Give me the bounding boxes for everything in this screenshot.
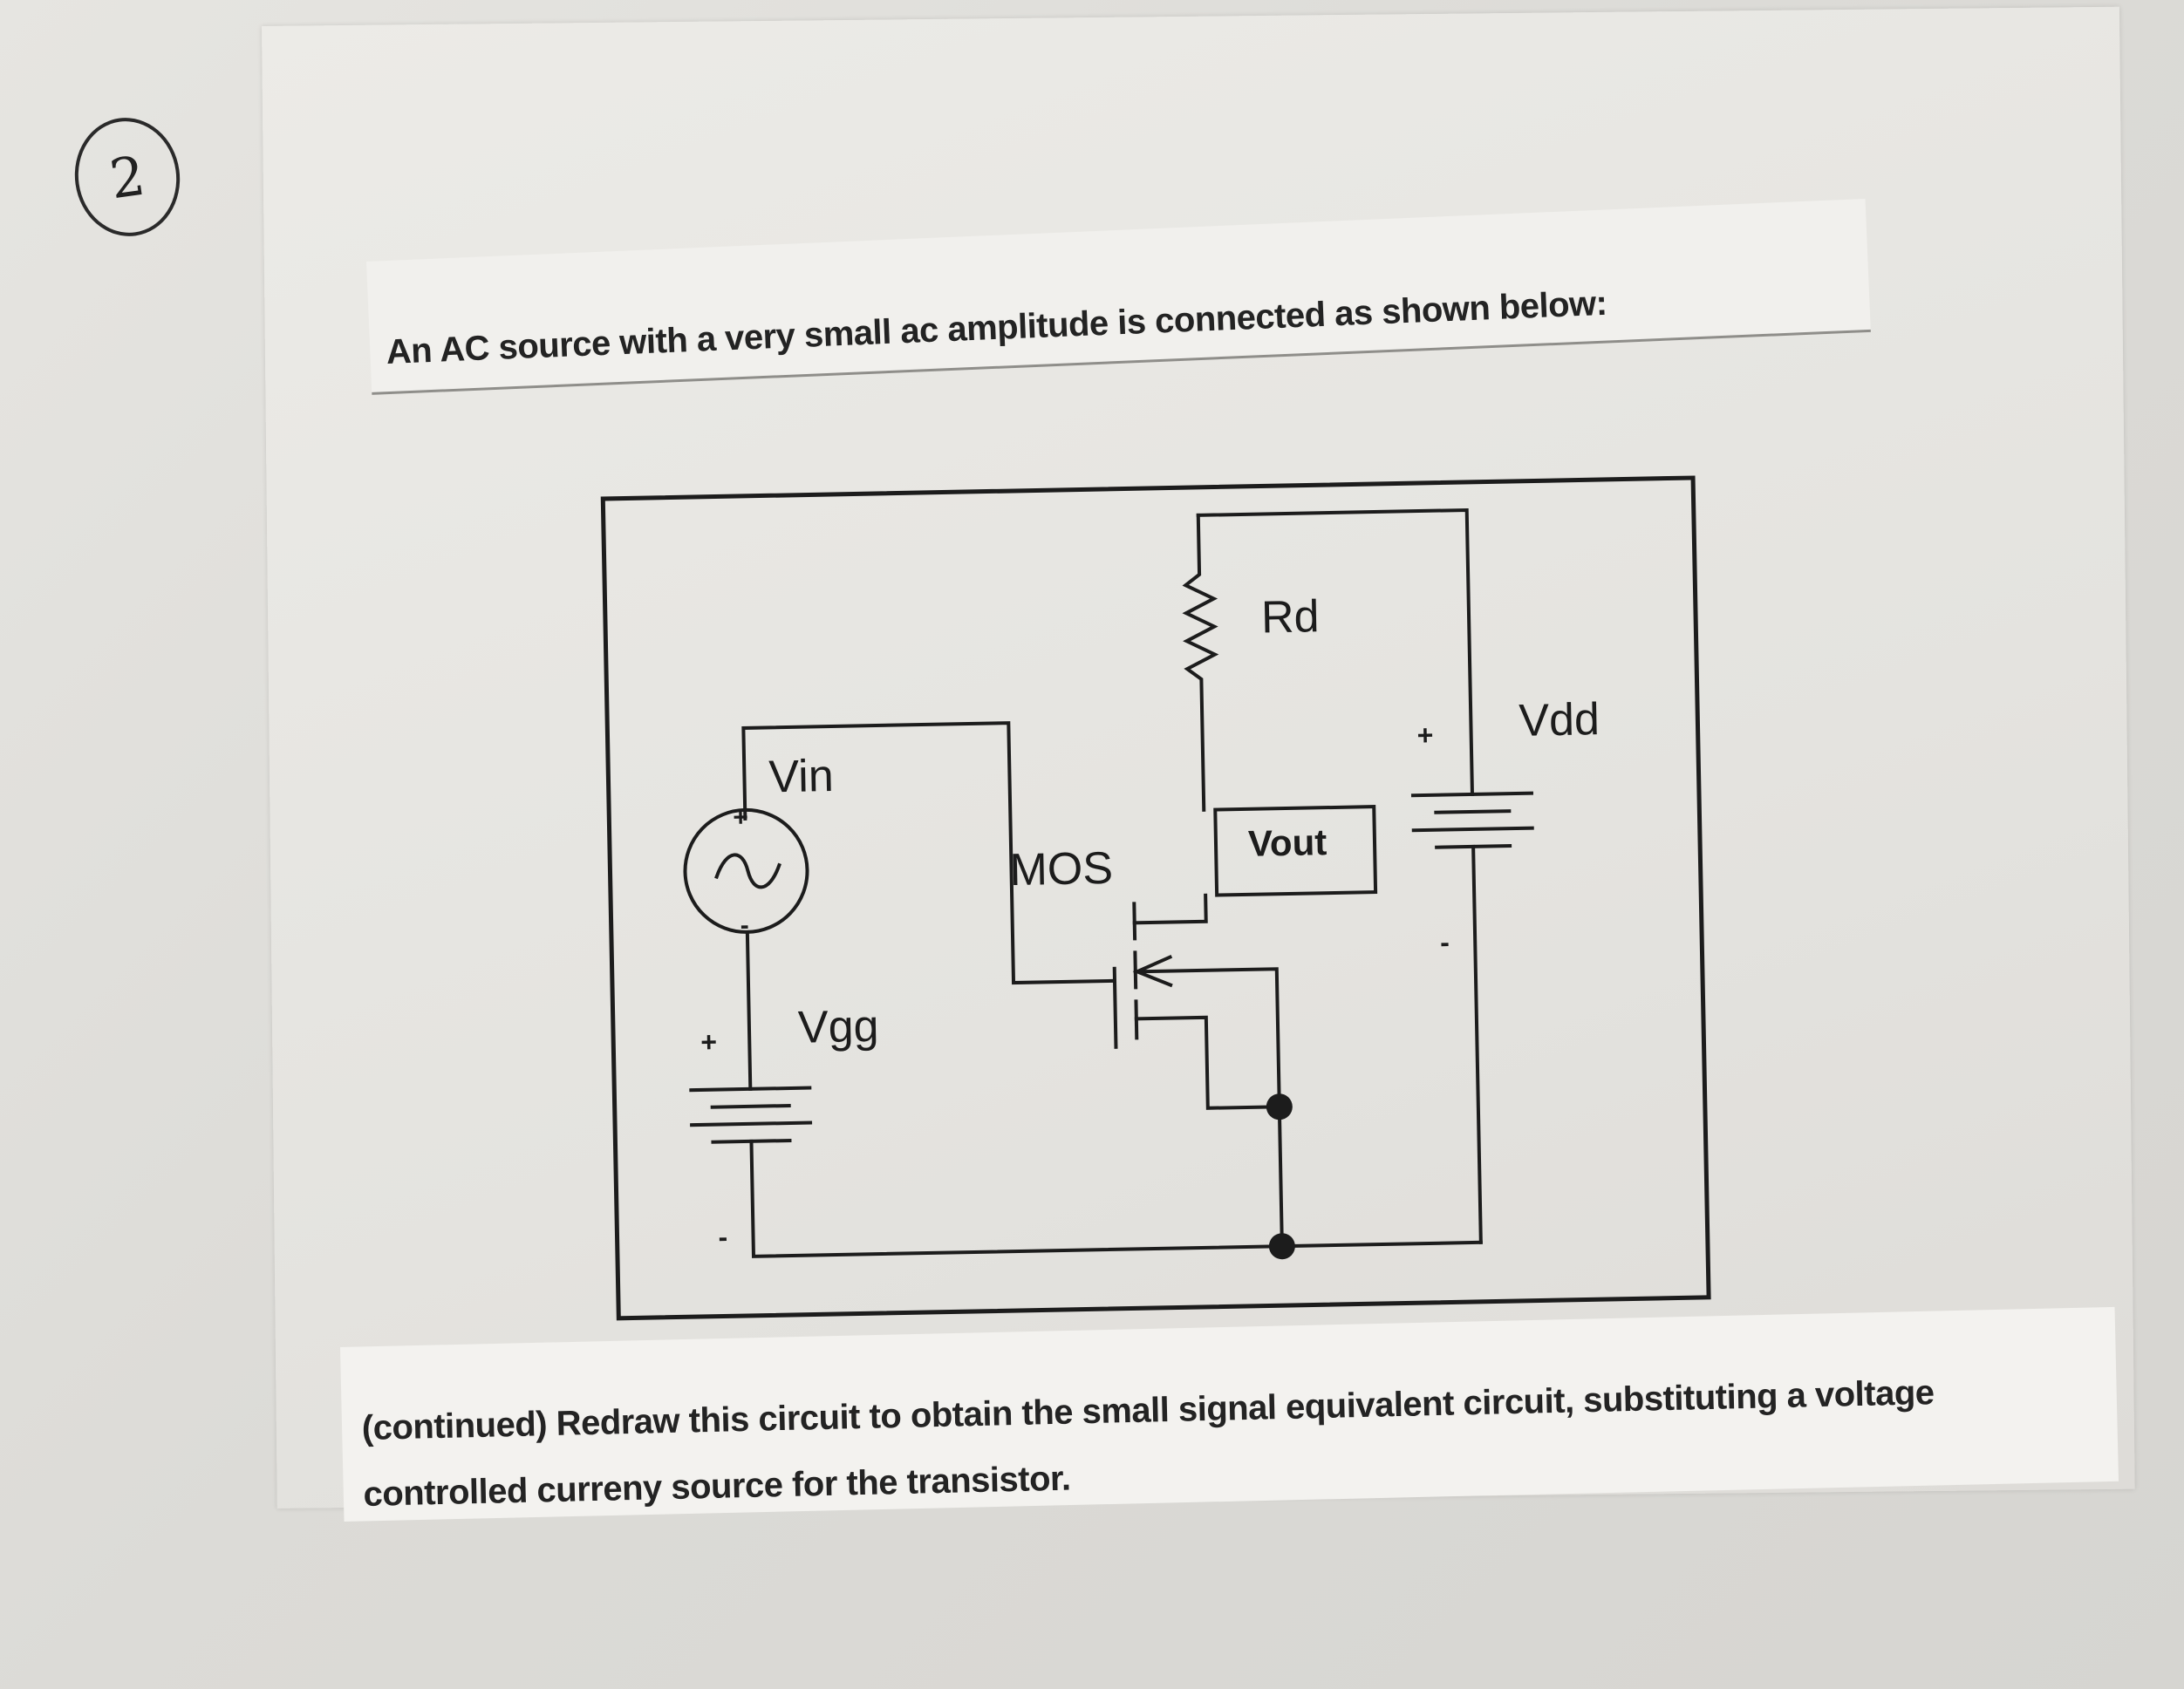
vdd-label: Vdd (1519, 694, 1600, 746)
source-to-ground-wire (1277, 1105, 1284, 1249)
mos-label: MOS (1009, 843, 1114, 896)
diagram-frame (600, 475, 1711, 1321)
junction-dot-ground (1268, 1233, 1295, 1260)
sine-icon (714, 853, 781, 889)
wire-top (1196, 507, 1475, 796)
vdd-battery (1410, 791, 1534, 1244)
vgg-plus-sign: + (700, 1026, 717, 1058)
vin-minus-sign: - (740, 911, 749, 940)
vdd-minus-sign: - (1440, 926, 1450, 957)
vout-box (1213, 805, 1378, 897)
drain-wire (1132, 893, 1208, 925)
vin-plus-sign: + (733, 803, 748, 832)
resistor-rd (1182, 513, 1219, 812)
junction-dot-source (1266, 1093, 1293, 1120)
vgg-battery (689, 1086, 813, 1144)
rd-label: Rd (1260, 591, 1320, 643)
vgg-label: Vgg (797, 1001, 879, 1053)
vin-label: Vin (768, 751, 834, 802)
mos-transistor (1112, 902, 1281, 1110)
gate-wire (741, 721, 1117, 985)
vin-to-vgg-wire (745, 930, 753, 1091)
bottom-wire (749, 1139, 1483, 1258)
vgg-minus-sign: - (718, 1221, 727, 1252)
vdd-plus-sign: + (1416, 719, 1433, 751)
vout-label: Vout (1248, 821, 1327, 864)
